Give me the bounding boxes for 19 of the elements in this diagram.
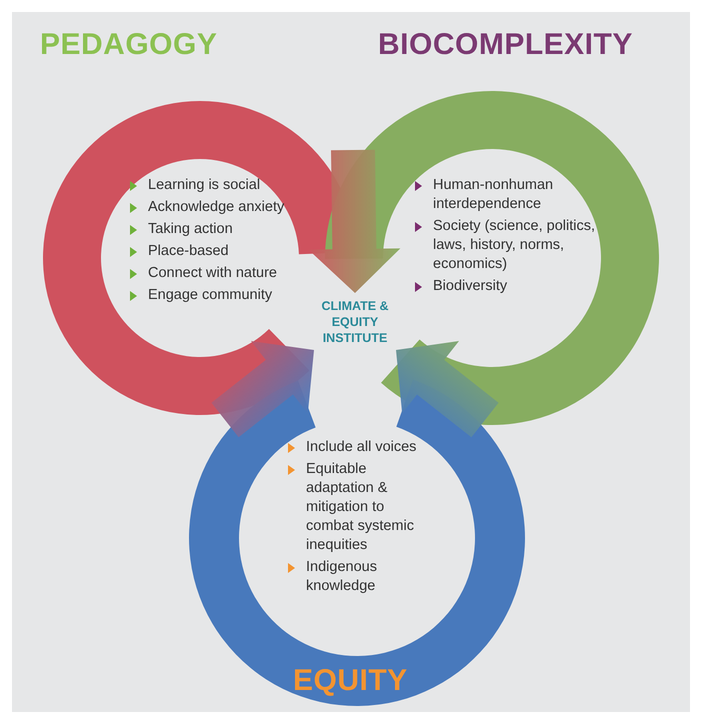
list-item: Engage community [148, 287, 272, 303]
arrow [308, 150, 400, 293]
section-heading: PEDAGOGY [40, 28, 218, 62]
list-item: Learning is social [148, 177, 260, 193]
arrow [211, 341, 314, 438]
list-item: Include all voices [306, 439, 416, 455]
center-label: CLIMATE & EQUITY INSTITUTE [312, 292, 398, 352]
list-item: Place-based [148, 243, 229, 259]
list-item: Taking action [148, 221, 233, 237]
arrow [396, 341, 499, 438]
list-item: Equitable adaptation & mitigation to combat systemic inequities [306, 461, 414, 553]
list-item: Indigenous knowledge [306, 559, 377, 594]
list-item: Connect with nature [148, 265, 277, 281]
section-heading: BIOCOMPLEXITY [378, 28, 633, 62]
list-item: Society (science, politics, laws, history, norms, economics) [433, 218, 595, 272]
list-item: Human-nonhuman interdependence [433, 177, 554, 212]
list-item: Acknowledge anxiety [148, 199, 284, 215]
section-heading: EQUITY [293, 664, 408, 698]
list-item: Biodiversity [433, 278, 508, 294]
